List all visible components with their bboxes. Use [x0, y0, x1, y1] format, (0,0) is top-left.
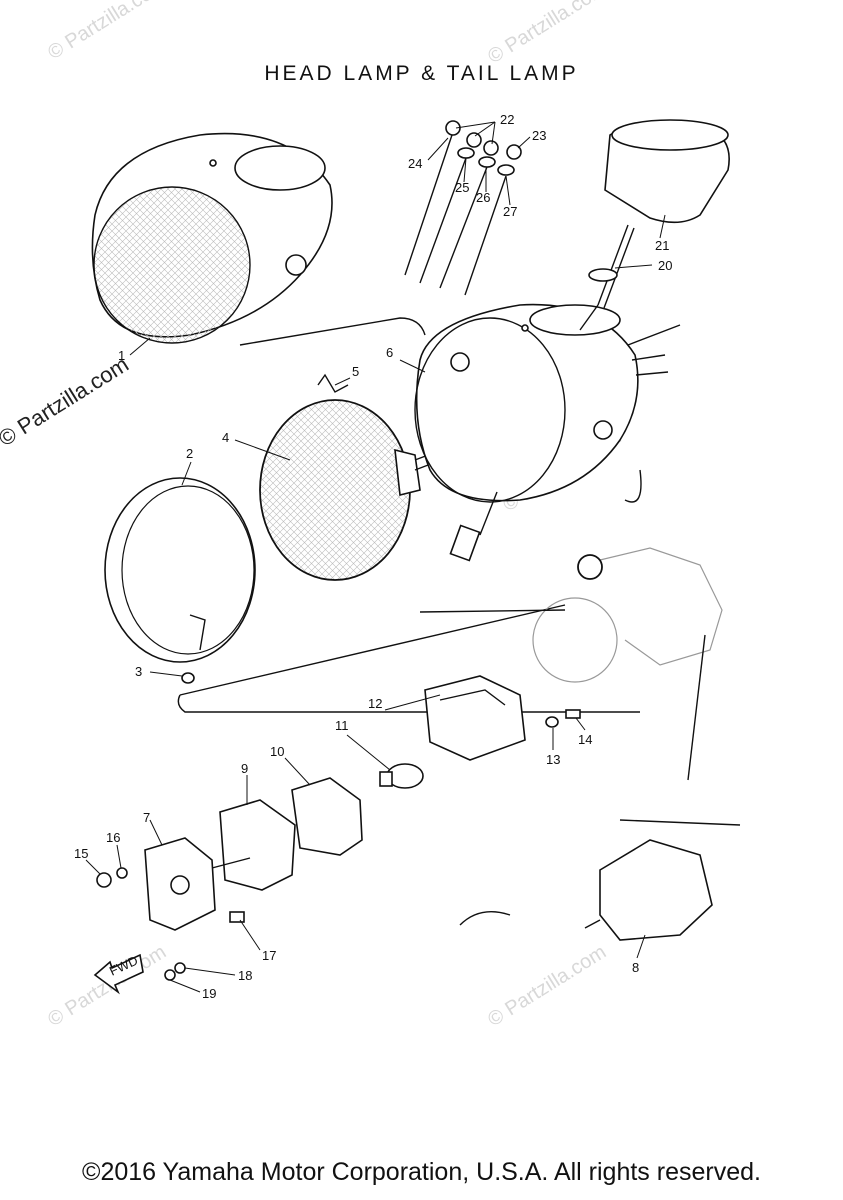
label-part-1: 1 — [118, 348, 125, 363]
part-12-tail-lens — [424, 675, 526, 761]
label-part-4: 4 — [222, 430, 229, 445]
part-2-rim — [104, 477, 256, 663]
label-part-7: 7 — [143, 810, 150, 825]
part-15-nut — [96, 872, 112, 888]
part-18-washer — [174, 962, 186, 974]
label-part-17: 17 — [262, 948, 276, 963]
parts-22-27-meter-bulbs — [404, 120, 522, 296]
label-part-14: 14 — [578, 732, 592, 747]
label-part-3: 3 — [135, 664, 142, 679]
part-17-bolt — [229, 911, 245, 923]
motorcycle-silhouette — [532, 547, 723, 683]
part-10-socket — [291, 777, 363, 856]
label-part-2: 2 — [186, 446, 193, 461]
part-6-headlamp-case — [414, 303, 681, 562]
label-part-23: 23 — [532, 128, 546, 143]
fwd-arrow-icon: FWD — [93, 953, 144, 995]
label-part-26: 26 — [476, 190, 490, 205]
label-part-9: 9 — [241, 761, 248, 776]
part-5-spring — [317, 373, 349, 393]
label-part-12: 12 — [368, 696, 382, 711]
part-3-screw — [181, 672, 195, 684]
part-number-labels: 1 2 3 4 5 6 7 8 9 10 11 12 13 14 15 16 1… — [74, 112, 672, 1001]
label-part-6: 6 — [386, 345, 393, 360]
part-1-headlamp-shell — [91, 132, 333, 344]
label-part-16: 16 — [106, 830, 120, 845]
diagram-title: HEAD LAMP & TAIL LAMP — [264, 62, 579, 85]
label-part-13: 13 — [546, 752, 560, 767]
label-part-27: 27 — [503, 204, 517, 219]
label-part-10: 10 — [270, 744, 284, 759]
label-part-21: 21 — [655, 238, 669, 253]
part-19-nut — [164, 969, 176, 981]
part-8-tail-lamp-assembly — [584, 839, 713, 941]
part-14-screw — [565, 709, 581, 719]
copyright-footer: ©2016 Yamaha Motor Corporation, U.S.A. A… — [82, 1158, 761, 1186]
label-part-22: 22 — [500, 112, 514, 127]
label-part-8: 8 — [632, 960, 639, 975]
label-part-15: 15 — [74, 846, 88, 861]
label-part-20: 20 — [658, 258, 672, 273]
label-part-24: 24 — [408, 156, 422, 171]
part-9-gasket — [219, 799, 296, 891]
label-part-11: 11 — [335, 718, 349, 733]
label-part-5: 5 — [352, 364, 359, 379]
label-part-18: 18 — [238, 968, 252, 983]
part-16-washer — [116, 867, 128, 879]
part-21-speedometer — [604, 119, 730, 224]
part-11-bulb — [379, 763, 424, 789]
part-13-washer — [545, 716, 559, 728]
label-part-19: 19 — [202, 986, 216, 1001]
label-part-25: 25 — [455, 180, 469, 195]
